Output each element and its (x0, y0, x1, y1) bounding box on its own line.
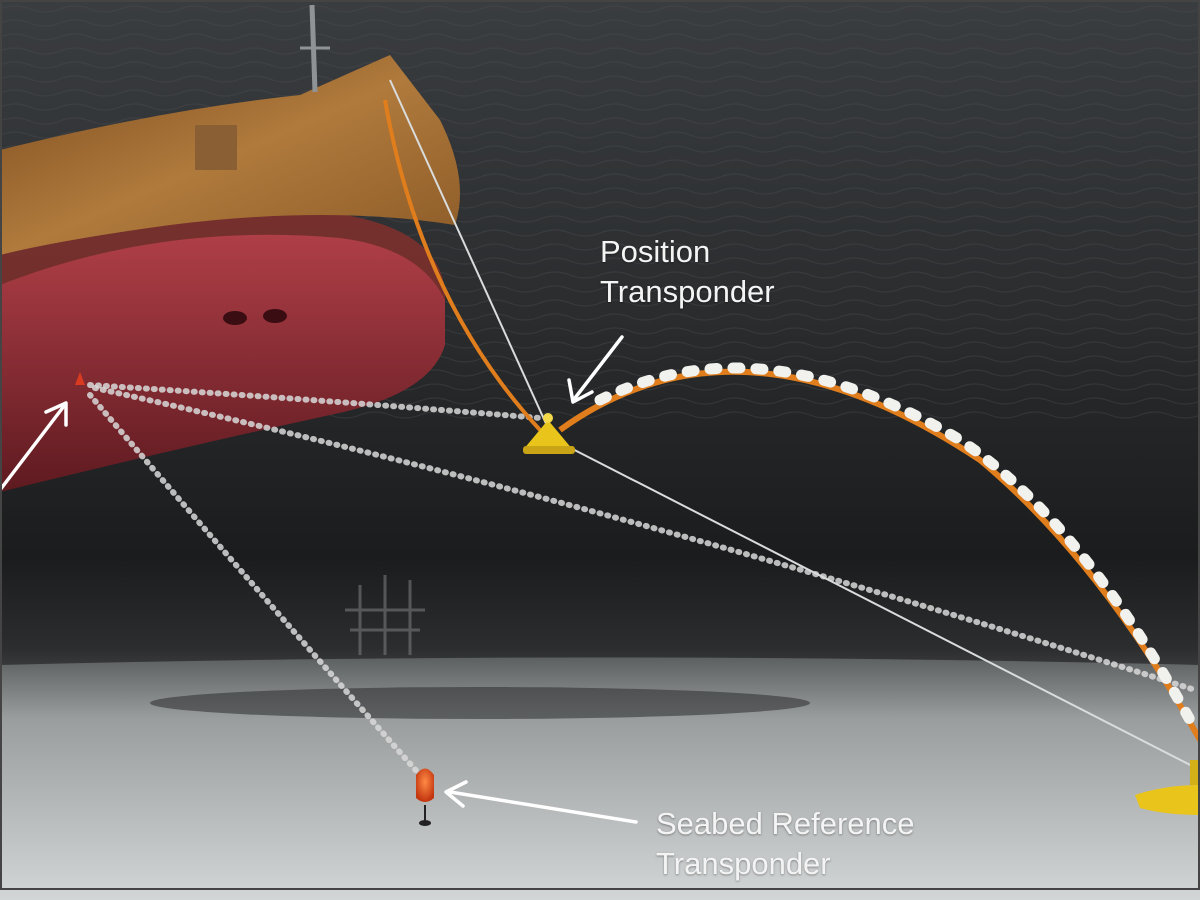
acoustic-path-to-position-transponder (87, 382, 543, 421)
vessel-shadow (150, 687, 810, 719)
mooring-line-upper (389, 79, 549, 429)
riser-upper (383, 99, 542, 432)
seabed-reference-label-line1: Seabed Reference (656, 806, 915, 841)
arrow-to-vessel-transducer-icon (0, 401, 68, 492)
seabed-anchor-buoy-icon (1135, 760, 1200, 815)
acoustic-path-to-seabed-reference (87, 392, 423, 778)
seabed-reference-label-line2: Transponder (656, 846, 831, 881)
arrow-to-position-transponder-icon (567, 335, 624, 404)
seabed-reference-transponder-icon (416, 768, 434, 826)
position-transponder-buoy-icon (523, 413, 575, 454)
seabed (0, 657, 1200, 900)
distant-platform-icon (345, 575, 425, 655)
vessel-transducer-icon (75, 372, 85, 385)
position-transponder-label: Position Transponder (600, 232, 775, 312)
acoustic-path-to-seabed-right (92, 385, 1198, 693)
position-transponder-label-line1: Position (600, 234, 711, 269)
position-transponder-label-line2: Transponder (600, 274, 775, 309)
vessel-superstructure (0, 4, 460, 255)
mooring-line-lower (554, 439, 1200, 771)
buoyancy-modules (594, 362, 1196, 726)
acoustic-signal-paths (87, 382, 1198, 778)
seabed-reference-transponder-label: Seabed Reference Transponder (656, 804, 915, 884)
arrow-to-seabed-reference-icon (444, 780, 638, 824)
